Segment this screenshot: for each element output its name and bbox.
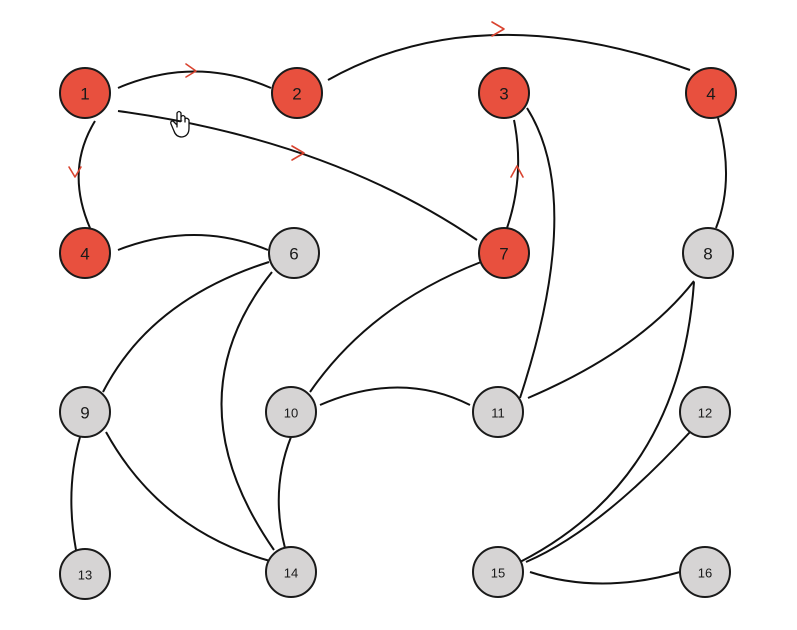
edge-n8-n11 <box>527 280 695 399</box>
edge-n10-n11 <box>319 386 471 406</box>
node-circle <box>679 546 731 598</box>
node-n15: 15 <box>472 546 524 598</box>
edge-n9-n13 <box>70 436 81 551</box>
edge-n9-n14 <box>105 431 271 562</box>
node-n10: 10 <box>265 386 317 438</box>
direction-arrow-icon <box>291 145 305 161</box>
edge-n8-n15 <box>519 281 695 563</box>
node-circle <box>265 386 317 438</box>
node-circle <box>59 548 111 600</box>
node-n9: 9 <box>59 386 111 438</box>
edge-n6-n14 <box>220 271 275 551</box>
node-circle <box>679 386 731 438</box>
direction-arrow-icon <box>491 21 505 37</box>
node-circle <box>59 227 111 279</box>
node-n12: 12 <box>679 386 731 438</box>
node-label: 13 <box>78 568 92 583</box>
arrows-layer <box>68 21 524 178</box>
edge-n1-n2 <box>117 70 272 89</box>
node-label: 7 <box>499 245 508 264</box>
node-n13: 13 <box>59 548 111 600</box>
node-label: 4 <box>80 245 89 264</box>
node-label: 9 <box>80 404 89 423</box>
node-circle <box>685 67 737 119</box>
node-label: 6 <box>289 245 298 264</box>
direction-arrow-icon <box>68 166 82 178</box>
node-n4a: 4 <box>685 67 737 119</box>
node-n2: 2 <box>271 67 323 119</box>
edge-n1-n4b <box>77 120 96 229</box>
node-circle <box>271 67 323 119</box>
edge-n12-n15 <box>525 431 691 563</box>
edge-n1-n7 <box>117 110 478 241</box>
edge-n3-n11 <box>519 107 556 399</box>
node-circle <box>59 67 111 119</box>
node-circle <box>59 386 111 438</box>
node-circle <box>478 227 530 279</box>
node-n8: 8 <box>682 227 734 279</box>
node-label: 8 <box>703 245 712 264</box>
hand-cursor-icon <box>170 110 190 138</box>
edge-n4b-n6 <box>117 234 269 251</box>
node-circle <box>478 67 530 119</box>
node-n16: 16 <box>679 546 731 598</box>
node-label: 3 <box>499 85 508 104</box>
node-n3: 3 <box>478 67 530 119</box>
node-circle <box>268 227 320 279</box>
node-n4b: 4 <box>59 227 111 279</box>
node-circle <box>472 386 524 438</box>
direction-arrow-icon <box>185 63 197 78</box>
node-label: 12 <box>698 406 712 421</box>
node-label: 11 <box>491 406 505 421</box>
node-n7: 7 <box>478 227 530 279</box>
node-n1: 1 <box>59 67 111 119</box>
direction-arrow-icon <box>510 165 524 178</box>
edge-n15-n16 <box>529 571 681 585</box>
edge-n7-n3 <box>506 119 520 229</box>
node-n11: 11 <box>472 386 524 438</box>
node-label: 2 <box>292 85 301 104</box>
node-circle <box>265 546 317 598</box>
node-label: 10 <box>284 406 298 421</box>
node-label: 15 <box>491 566 505 581</box>
node-label: 1 <box>80 85 89 104</box>
node-label: 16 <box>698 566 712 581</box>
node-n6: 6 <box>268 227 320 279</box>
node-label: 14 <box>284 566 298 581</box>
node-circle <box>682 227 734 279</box>
node-label: 4 <box>706 85 715 104</box>
edges-layer <box>70 33 728 585</box>
edge-n10-n14 <box>277 436 292 549</box>
edge-n6-n9 <box>102 261 270 393</box>
edge-n4a-n8 <box>715 117 728 229</box>
node-n14: 14 <box>265 546 317 598</box>
node-circle <box>472 546 524 598</box>
edge-n7-n10 <box>309 261 482 393</box>
